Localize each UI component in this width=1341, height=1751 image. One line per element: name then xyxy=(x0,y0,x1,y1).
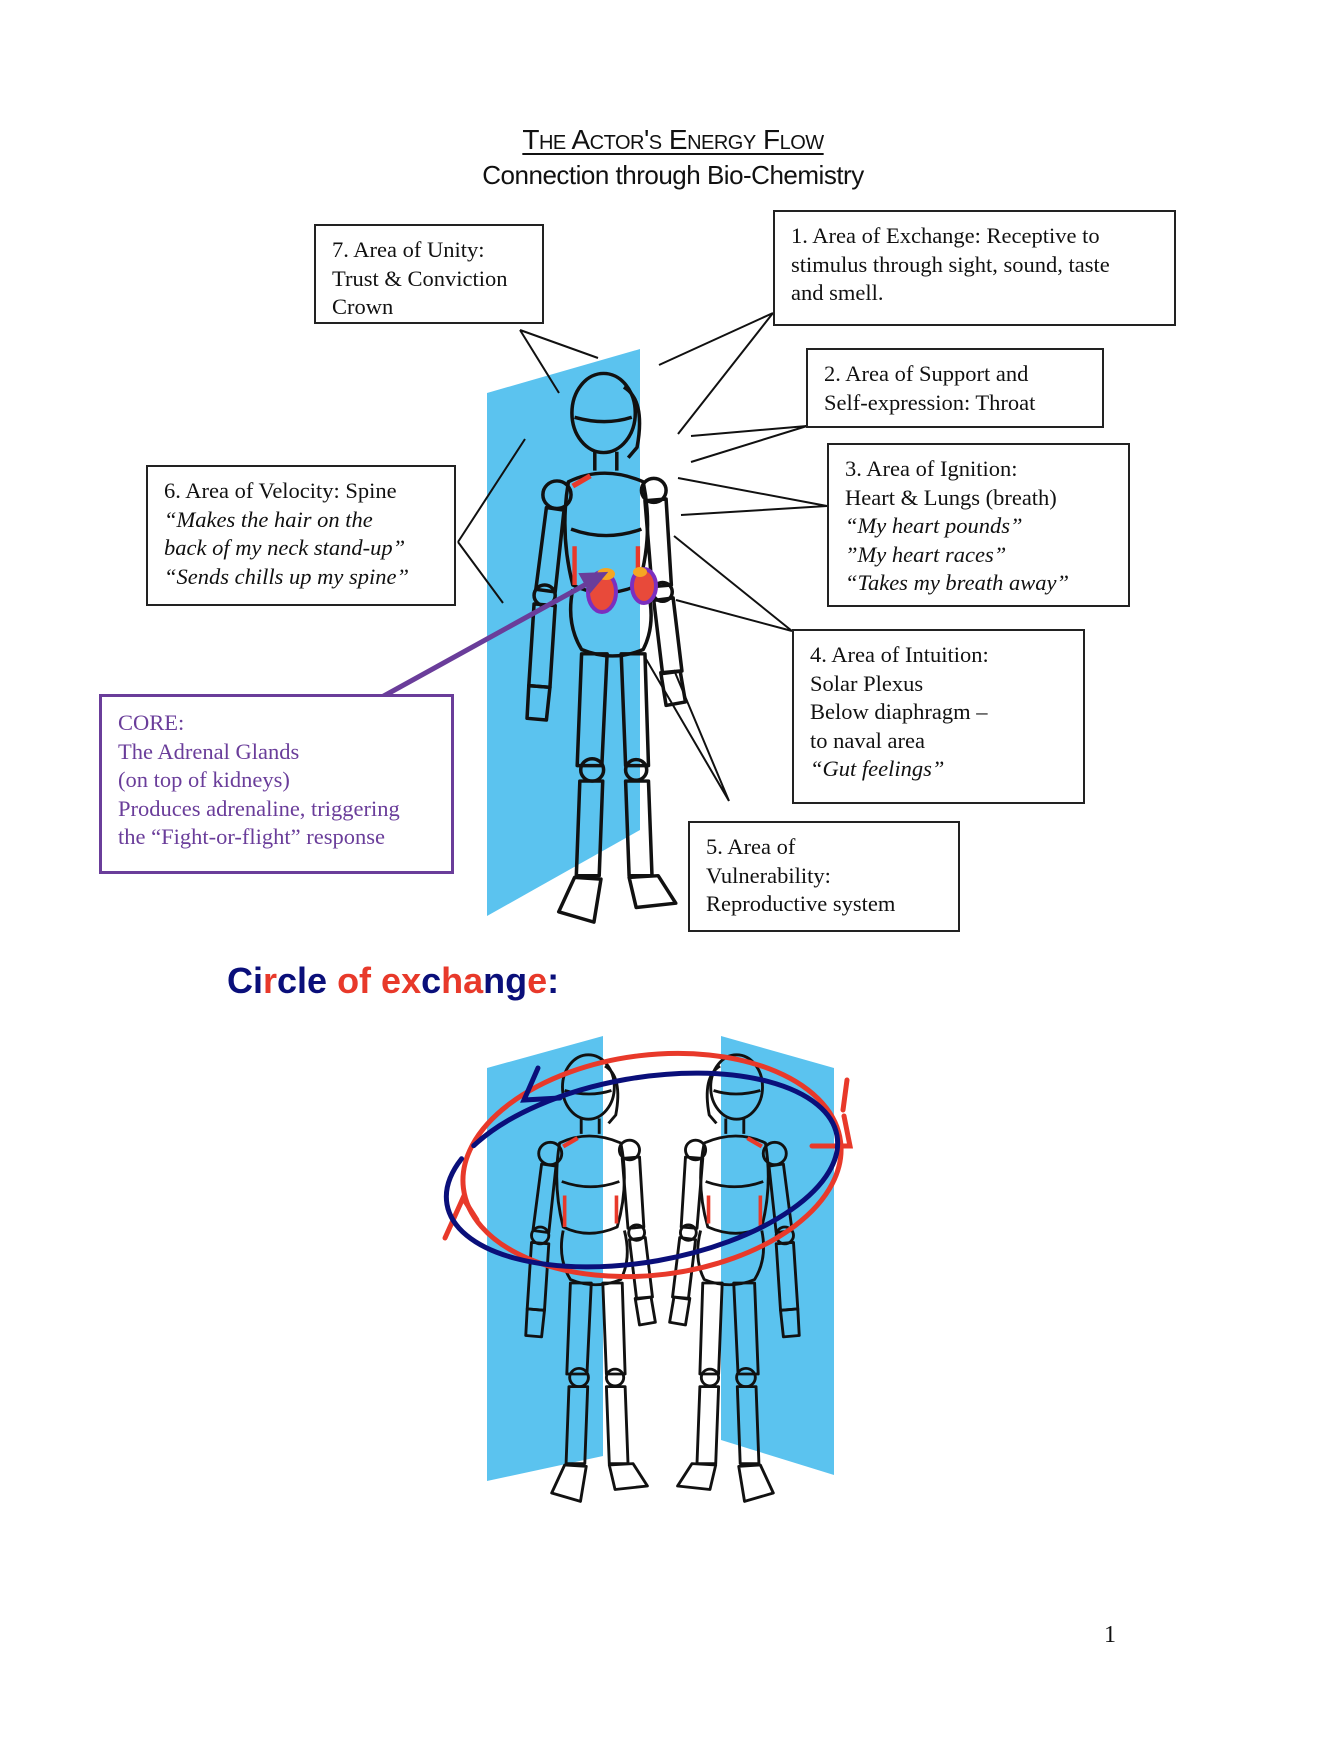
area-vulnerability-box: 5. Area of Vulnerability: Reproductive s… xyxy=(688,821,960,932)
label-line: Trust & Conviction xyxy=(332,265,508,291)
area-intuition-box: 4. Area of Intuition: Solar Plexus Below… xyxy=(792,629,1085,804)
label-line: Heart & Lungs (breath) xyxy=(845,484,1057,510)
red-exchange-loop xyxy=(442,1050,854,1280)
connector-lines xyxy=(457,312,828,802)
area-unity-box: 7. Area of Unity: Trust & Conviction Cro… xyxy=(314,224,544,324)
label-line: 7. Area of Unity: xyxy=(332,237,485,262)
panel xyxy=(487,349,640,916)
main-figure xyxy=(487,349,685,922)
label-line: stimulus through sight, sound, taste xyxy=(791,251,1110,277)
area-exchange-box: 1. Area of Exchange: Receptive to stimul… xyxy=(773,210,1176,326)
heading-segment: ex xyxy=(381,960,422,1001)
label-line: CORE: xyxy=(118,710,185,735)
navy-exchange-loop xyxy=(443,1065,841,1270)
label-line: (on top of kidneys) xyxy=(118,767,290,792)
heading-segment: : xyxy=(547,960,560,1001)
heading-segment: c xyxy=(421,960,442,1001)
label-line: 4. Area of Intuition: xyxy=(810,642,989,667)
label-line: Reproductive system xyxy=(706,891,896,916)
label-line: the “Fight-or-flight” response xyxy=(118,824,385,849)
label-line: Crown xyxy=(332,294,394,319)
heading-segment: e xyxy=(527,960,548,1001)
label-line: 3. Area of Ignition: xyxy=(845,456,1018,481)
label-line: Below diaphragm – xyxy=(810,699,988,724)
heading-segment: ha xyxy=(441,960,484,1001)
label-line: The Adrenal Glands xyxy=(118,738,300,764)
label-line: 1. Area of Exchange: Receptive to xyxy=(791,223,1100,248)
label-line: Solar Plexus xyxy=(810,670,924,696)
circle-of-exchange-figures xyxy=(442,1036,854,1502)
label-line: 2. Area of Support and xyxy=(824,361,1029,386)
quote-line: ”My heart races” xyxy=(845,541,1007,567)
page-subtitle: Connection through Bio-Chemistry xyxy=(482,160,864,190)
heading-segment: ng xyxy=(483,960,528,1001)
circle-of-exchange-heading: Circle of exchange: xyxy=(227,960,559,1002)
label-line: to naval area xyxy=(810,727,925,753)
label-line: 5. Area of xyxy=(706,834,796,859)
area-support-box: 2. Area of Support and Self-expression: … xyxy=(806,348,1104,428)
heading-segment: cle xyxy=(277,960,328,1001)
quote-line: back of my neck stand-up” xyxy=(164,535,406,560)
quote-line: “Makes the hair on the xyxy=(164,506,373,532)
area-ignition-box: 3. Area of Ignition: Heart & Lungs (brea… xyxy=(827,443,1130,607)
heading-segment: r xyxy=(263,960,278,1001)
area-velocity-box: 6. Area of Velocity: Spine “Makes the ha… xyxy=(146,465,456,606)
heading-segment: of xyxy=(327,960,382,1001)
quote-line: “Gut feelings” xyxy=(810,756,945,781)
page-number: 1 xyxy=(1104,1622,1116,1648)
quote-line: “Takes my breath away” xyxy=(845,570,1069,595)
label-line: Self-expression: Throat xyxy=(824,389,1036,415)
label-line: 6. Area of Velocity: Spine xyxy=(164,478,397,503)
label-line: Produces adrenaline, triggering xyxy=(118,795,400,821)
label-line: and smell. xyxy=(791,280,884,305)
page-title: The Actor's Energy Flow xyxy=(522,124,824,155)
heading-segment: Ci xyxy=(227,960,263,1001)
quote-line: “Sends chills up my spine” xyxy=(164,563,409,589)
core-adrenal-box: CORE: The Adrenal Glands (on top of kidn… xyxy=(99,694,454,874)
label-line: Vulnerability: xyxy=(706,862,831,888)
quote-line: “My heart pounds” xyxy=(845,513,1023,538)
